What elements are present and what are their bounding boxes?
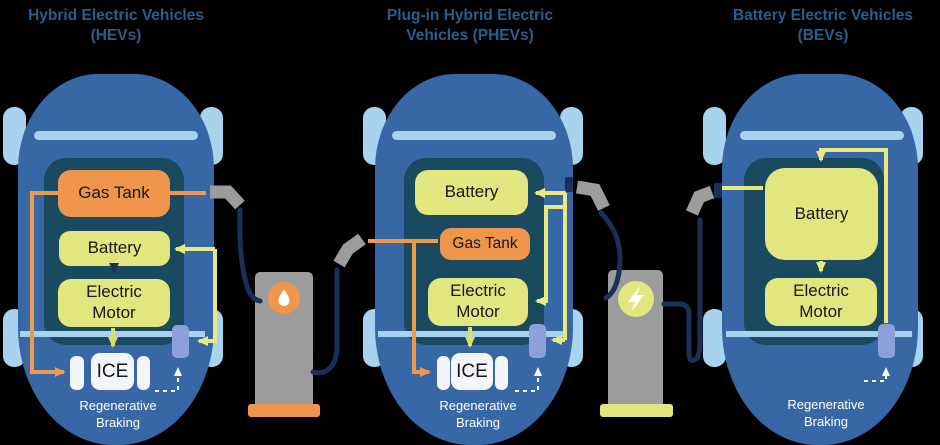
bev-rear-axle: [726, 331, 912, 337]
bev-battery-label: Battery: [794, 203, 849, 223]
hev-battery-label: Battery: [87, 238, 142, 258]
gas-nozzle-right-icon: [333, 233, 366, 268]
ev-plug-right-icon: [686, 185, 715, 216]
phev-regen-brake-component: [529, 324, 546, 358]
hev-gas-tank-label: Gas Tank: [78, 183, 150, 203]
phev-ice-box: ICE: [451, 353, 493, 390]
bev-battery-box: Battery: [765, 168, 878, 260]
phev-battery-box: Battery: [415, 170, 528, 215]
gas-pump-body: [255, 272, 313, 405]
bev-charge-port: [714, 183, 722, 198]
phev-battery-label: Battery: [444, 182, 499, 202]
ev-plug-left-icon: [575, 180, 610, 211]
hev-gas-tank-box: Gas Tank: [58, 170, 170, 217]
phev-title-line1: Plug-in Hybrid Electric: [386, 7, 554, 24]
phev-gas-tank-label: Gas Tank: [452, 234, 518, 252]
phev-ice-left-bar: [437, 356, 450, 390]
hev-windshield: [34, 131, 198, 140]
hev-ice-right-bar: [137, 356, 150, 390]
bev-windshield: [740, 131, 904, 140]
hev-battery-box: Battery: [59, 231, 170, 266]
phev-gas-tank-box: Gas Tank: [440, 228, 530, 260]
hev-regen-brake-component: [172, 325, 189, 358]
hev-ice-box: ICE: [91, 353, 134, 390]
gas-hose-right: [310, 267, 340, 376]
phev-ice-label: ICE: [456, 360, 488, 382]
phev-title: Plug-in Hybrid Electric Vehicles (PHEVs): [360, 6, 580, 46]
bev-title: Battery Electric Vehicles (BEVs): [713, 6, 933, 46]
bev-rear-left-wheel: [703, 309, 726, 367]
phev-ice-right-bar: [495, 356, 508, 390]
gas-nozzle-left-icon: [210, 185, 245, 210]
hev-title-line2: (HEVs): [90, 27, 142, 44]
phev-windshield: [392, 131, 556, 140]
bev-title-line1: Battery Electric Vehicles: [732, 7, 914, 24]
hev-title-line1: Hybrid Electric Vehicles: [28, 7, 204, 24]
hev-title: Hybrid Electric Vehicles (HEVs): [6, 6, 226, 46]
gas-pump-base: [248, 404, 320, 417]
bev-front-left-wheel: [703, 107, 726, 165]
hev-ice-left-bar: [70, 356, 84, 390]
phev-title-line2: Vehicles (PHEVs): [406, 27, 534, 44]
ev-charger-base: [600, 404, 673, 417]
bev-title-line2: (BEVs): [797, 27, 849, 44]
phev-rear-axle: [378, 331, 566, 337]
bev-regen-brake-component: [878, 324, 895, 358]
ev-charger-body: [608, 270, 663, 405]
hev-ice-label: ICE: [96, 360, 129, 382]
ev-cable-right: [661, 217, 703, 363]
